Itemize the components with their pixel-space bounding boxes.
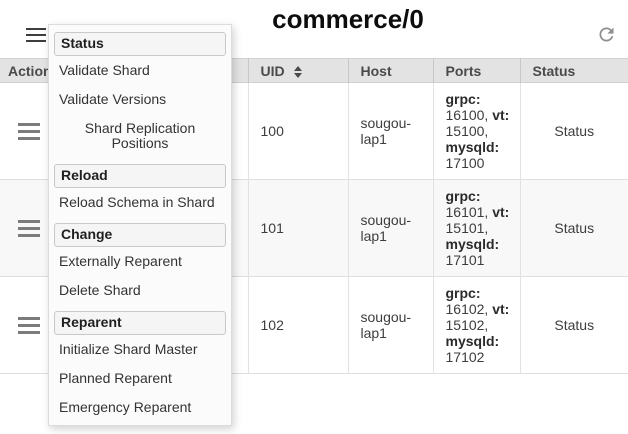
menu-section-header: Change — [54, 223, 226, 247]
menu-section-reload: Reload Reload Schema in Shard — [49, 164, 231, 217]
mysqld-port-label: mysqld: — [445, 236, 500, 252]
hamburger-bar — [26, 34, 46, 36]
menu-section-reparent: Reparent Initialize Shard Master Planned… — [49, 311, 231, 422]
tablet-actions-menu-icon[interactable] — [18, 316, 40, 334]
ports-cell: grpc: 16102, vt: 15102, mysqld: 17102 — [432, 276, 520, 374]
uid-cell: 102 — [247, 276, 348, 374]
vt-port-label: vt: — [492, 204, 510, 220]
hamburger-bar — [26, 40, 46, 42]
grpc-port-label: grpc: — [445, 285, 481, 301]
col-header-status: Status — [519, 58, 628, 83]
vt-port-label: vt: — [492, 301, 510, 317]
uid-cell: 101 — [247, 179, 348, 277]
hamburger-bar — [26, 28, 46, 30]
tablet-actions-menu-icon[interactable] — [18, 122, 40, 140]
grpc-port-value: 16102, — [445, 301, 489, 317]
grpc-port-value: 16101, — [445, 204, 489, 220]
grpc-port-value: 16100, — [445, 107, 489, 123]
col-header-uid-label: UID — [260, 62, 285, 79]
menu-section-status: Status Validate Shard Validate Versions … — [49, 32, 231, 158]
vt-port-value: 15102, — [445, 317, 489, 333]
menu-item-delete-shard[interactable]: Delete Shard — [59, 282, 141, 298]
col-header-status-label: Status — [532, 62, 576, 79]
menu-item-initialize-shard-master[interactable]: Initialize Shard Master — [59, 341, 198, 357]
sort-icon[interactable] — [293, 65, 302, 78]
hamburger-menu-button[interactable] — [26, 28, 46, 42]
vt-port-value: 15100, — [445, 123, 489, 139]
shard-actions-menu: Status Validate Shard Validate Versions … — [48, 24, 232, 426]
col-header-host: Host — [347, 58, 433, 83]
menu-section-header: Status — [54, 32, 226, 56]
menu-item-emergency-reparent[interactable]: Emergency Reparent — [59, 399, 192, 415]
menu-section-change: Change Externally Reparent Delete Shard — [49, 223, 231, 305]
tablet-actions-menu-icon[interactable] — [18, 219, 40, 237]
menu-item-validate-versions[interactable]: Validate Versions — [59, 91, 167, 107]
actions-cell — [0, 180, 120, 277]
refresh-icon[interactable] — [596, 24, 617, 45]
status-cell[interactable]: Status — [519, 82, 628, 180]
col-header-ports-label: Ports — [445, 62, 482, 79]
menu-section-header: Reload — [54, 164, 226, 188]
col-header-host-label: Host — [360, 62, 392, 79]
grpc-port-label: grpc: — [445, 188, 481, 204]
vt-port-label: vt: — [492, 107, 510, 123]
mysqld-port-value: 17102 — [445, 349, 485, 365]
vt-port-value: 15101, — [445, 220, 489, 236]
mysqld-port-value: 17100 — [445, 155, 485, 171]
host-cell: sougou-lap1 — [347, 179, 433, 277]
col-header-uid[interactable]: UID — [247, 58, 348, 83]
col-header-ports: Ports — [432, 58, 520, 83]
grpc-port-label: grpc: — [445, 91, 481, 107]
mysqld-port-label: mysqld: — [445, 333, 500, 349]
mysqld-port-label: mysqld: — [445, 139, 500, 155]
ports-cell: grpc: 16100, vt: 15100, mysqld: 17100 — [432, 82, 520, 180]
actions-cell — [0, 83, 120, 180]
col-header-actions-label: Actions — [8, 62, 60, 79]
menu-item-planned-reparent[interactable]: Planned Reparent — [59, 370, 172, 386]
status-cell[interactable]: Status — [519, 276, 628, 374]
mysqld-port-value: 17101 — [445, 252, 485, 268]
uid-cell: 100 — [247, 82, 348, 180]
menu-section-header: Reparent — [54, 311, 226, 335]
page-title: commerce/0 — [272, 4, 424, 34]
menu-item-shard-replication-positions[interactable]: Shard Replication Positions — [84, 120, 196, 151]
status-cell[interactable]: Status — [519, 179, 628, 277]
menu-item-externally-reparent[interactable]: Externally Reparent — [59, 253, 182, 269]
host-cell: sougou-lap1 — [347, 82, 433, 180]
ports-cell: grpc: 16101, vt: 15101, mysqld: 17101 — [432, 179, 520, 277]
menu-item-validate-shard[interactable]: Validate Shard — [59, 62, 150, 78]
host-cell: sougou-lap1 — [347, 276, 433, 374]
menu-item-reload-schema-in-shard[interactable]: Reload Schema in Shard — [59, 194, 215, 210]
actions-cell — [0, 277, 120, 374]
col-header-actions: Actions — [0, 59, 120, 83]
